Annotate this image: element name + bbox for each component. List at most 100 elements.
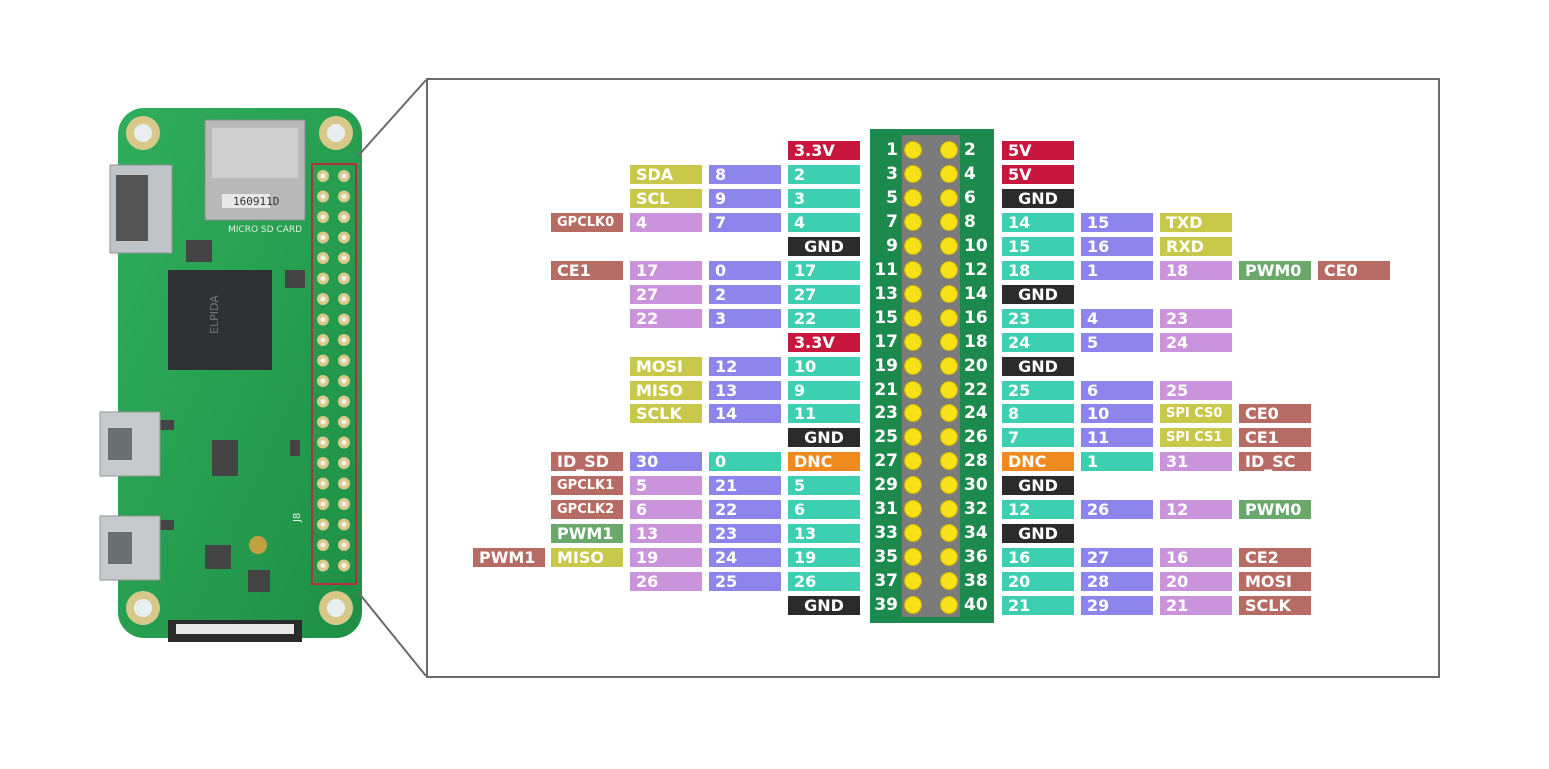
- header-pin-39: [904, 596, 922, 615]
- pin-11-label: 17: [630, 260, 702, 280]
- header-pin-32: [940, 500, 958, 519]
- pin-3-label: 2: [788, 164, 860, 184]
- pin-number: 15: [874, 307, 898, 328]
- pin-2-label: 5V: [1002, 141, 1074, 160]
- header-pin-7: [904, 212, 922, 231]
- board-header-hole-center: [320, 194, 326, 199]
- header-pin-27: [904, 452, 922, 471]
- pin-40-label: 29: [1081, 596, 1153, 616]
- pin-7-label: 7: [709, 212, 781, 232]
- header-pin-15: [904, 308, 922, 327]
- pin-27-label: 0: [709, 452, 781, 472]
- pin-number: 13: [874, 283, 898, 304]
- pin-12-label: PWM0: [1239, 260, 1311, 280]
- pin-10-label: 16: [1081, 236, 1153, 256]
- pin-11-label: CE1: [551, 260, 623, 280]
- pin-number: 25: [874, 427, 898, 448]
- pin-37-label: 26: [788, 572, 860, 592]
- pin-35-label: MISO: [551, 548, 623, 568]
- pin-number: 5: [886, 187, 898, 208]
- header-pin-20: [940, 356, 958, 375]
- header-pin-14: [940, 284, 958, 303]
- board-header-hole-center: [341, 276, 347, 281]
- pin-28-label: 31: [1160, 452, 1232, 472]
- pin-33-label: PWM1: [551, 524, 623, 544]
- pin-36-label: CE2: [1239, 548, 1311, 568]
- pin-32-label: 12: [1160, 500, 1232, 520]
- pin-39-label: GND: [788, 596, 860, 616]
- board-header-hole-center: [320, 522, 326, 527]
- header-pin-19: [904, 356, 922, 375]
- pin-5-label: 9: [709, 188, 781, 208]
- pin-number: 12: [964, 259, 988, 280]
- pin-29-label: GPCLK1: [551, 476, 623, 496]
- header-pin-34: [940, 524, 958, 543]
- pin-11-label: 0: [709, 260, 781, 280]
- pin-27-label: ID_SD: [551, 452, 623, 472]
- pin-number: 27: [874, 451, 898, 472]
- pin-26-label: 11: [1081, 428, 1153, 448]
- pin-28-label: ID_SC: [1239, 452, 1311, 472]
- pin-24-label: 10: [1081, 404, 1153, 424]
- board-header-hole-center: [341, 255, 347, 261]
- board-header-hole-center: [320, 542, 326, 548]
- pin-23-label: 14: [709, 404, 781, 424]
- pin-number: 23: [874, 403, 898, 424]
- pin-26-label: CE1: [1239, 428, 1311, 448]
- pin-40-label: 21: [1160, 596, 1232, 616]
- pin-5-label: 3: [788, 188, 860, 208]
- pin-number: 38: [964, 571, 988, 592]
- pin-10-label: 15: [1002, 236, 1074, 256]
- passive-components: [160, 240, 305, 592]
- pin-24-label: 8: [1002, 404, 1074, 424]
- header-pin-25: [904, 428, 922, 447]
- pin-21-label: MISO: [630, 380, 702, 400]
- pin-number: 20: [964, 355, 988, 376]
- pin-5-label: SCL: [630, 188, 702, 208]
- board-header-hole-center: [341, 214, 347, 220]
- pin-number: 28: [964, 451, 988, 472]
- pin-33-label: 13: [630, 524, 702, 544]
- pin-16-label: 4: [1081, 308, 1153, 328]
- pin-6-label: GND: [1002, 188, 1074, 208]
- mounting-holes: [126, 116, 353, 625]
- pin-31-label: 22: [709, 500, 781, 520]
- pin-9-label: GND: [788, 236, 860, 256]
- header-pin-5: [904, 188, 922, 207]
- pin-4-label: 5V: [1002, 164, 1074, 184]
- pin-number: 17: [874, 331, 898, 352]
- pin-number: 1: [886, 140, 898, 160]
- header-pin-26: [940, 428, 958, 447]
- pin-12-label: 1: [1081, 260, 1153, 280]
- pin-number: 2: [964, 140, 976, 160]
- pin-20-label: GND: [1002, 356, 1074, 376]
- pin-32-label: PWM0: [1239, 500, 1311, 520]
- pin-34-label: GND: [1002, 524, 1074, 544]
- pin-24-label: SPI CS0: [1160, 404, 1232, 424]
- sd-code-text: 160911D: [233, 195, 279, 208]
- pin-3-label: 8: [709, 164, 781, 184]
- board-header-hole-center: [320, 440, 326, 445]
- header-pin-29: [904, 476, 922, 495]
- pin-38-label: 20: [1002, 572, 1074, 592]
- header-pin-36: [940, 548, 958, 567]
- pin-21-label: 9: [788, 380, 860, 400]
- pin-18-label: 5: [1081, 332, 1153, 352]
- board-header-hole-center: [341, 481, 347, 486]
- pin-number: 36: [964, 547, 988, 568]
- board-header-hole-center: [320, 358, 326, 363]
- pin-number: 18: [964, 331, 988, 352]
- header-pin-38: [940, 572, 958, 591]
- pin-14-label: GND: [1002, 284, 1074, 304]
- pin-36-label: 16: [1160, 548, 1232, 568]
- pin-15-label: 22: [630, 308, 702, 328]
- pin-35-label: 24: [709, 548, 781, 568]
- pin-18-label: 24: [1160, 332, 1232, 352]
- pin-13-label: 27: [788, 284, 860, 304]
- pin-1-label: 3.3V: [788, 141, 860, 160]
- pin-8-label: 14: [1002, 212, 1074, 232]
- pin-number: 29: [874, 475, 898, 496]
- pin-21-label: 13: [709, 380, 781, 400]
- board-header-hole-center: [341, 419, 347, 425]
- pin-38-label: MOSI: [1239, 572, 1311, 592]
